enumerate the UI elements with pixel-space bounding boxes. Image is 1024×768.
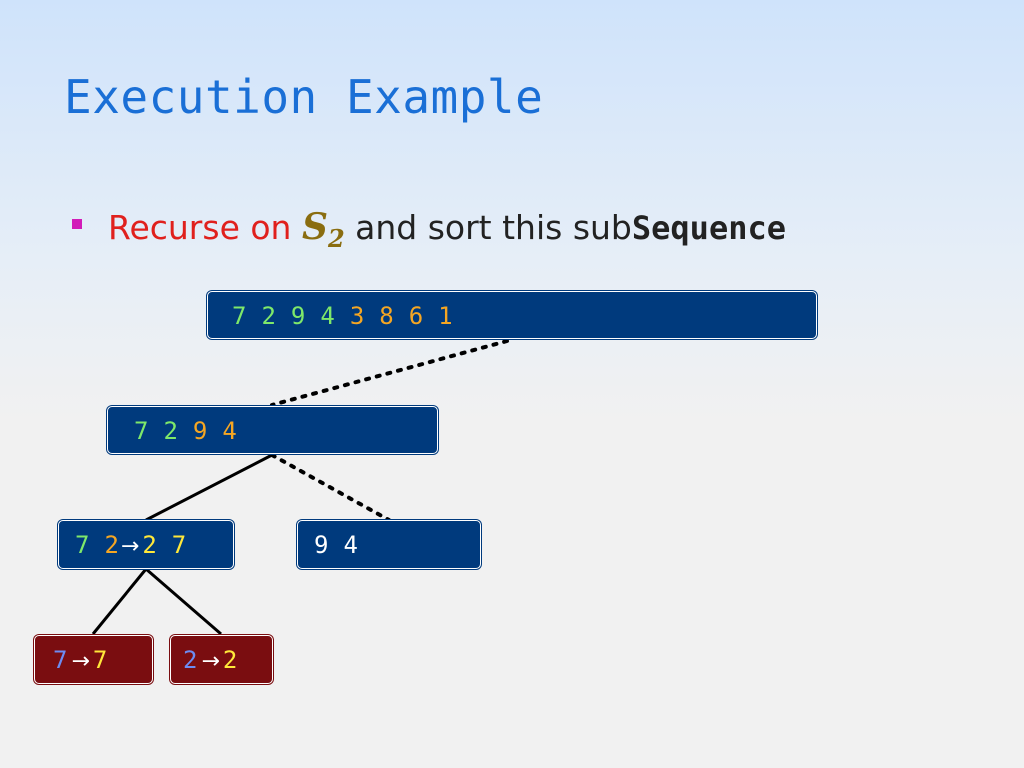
page-title: Execution Example (64, 70, 544, 124)
leaf-node-1: 7→7 (34, 635, 153, 684)
bullet-text-sort: and sort this sub (344, 208, 632, 247)
digit: 2 (142, 531, 157, 559)
digit: 4 (222, 417, 237, 445)
digit: 9 (290, 302, 306, 330)
edge-ll-leaf1 (91, 568, 148, 635)
digit: 9 (314, 531, 329, 559)
leaf-node-2-sequence: 2→2 (183, 648, 237, 673)
arrow-icon: → (201, 649, 220, 674)
bullet-text-recurse: Recurse on (108, 208, 302, 247)
edge-ll-leaf2 (145, 567, 222, 636)
edge-root-left (270, 339, 509, 407)
bullet-point: Recurse on S2 and sort this subSequence (72, 206, 786, 253)
leaf-node-2: 2→2 (170, 635, 273, 684)
digit: 7 (171, 531, 187, 559)
arrow-icon: → (71, 649, 90, 674)
digit: 3 (349, 302, 365, 330)
digit: 2 (261, 302, 276, 330)
digit: 2 (222, 646, 238, 674)
digit: 7 (75, 531, 90, 559)
bullet-s-letter: S (301, 206, 328, 248)
bullet-text-sequence: Sequence (631, 209, 786, 247)
bullet-s-subscript: 2 (327, 224, 345, 254)
edge-left-right-child (270, 453, 391, 522)
arrow-icon: → (120, 534, 140, 559)
digit: 2 (104, 531, 119, 559)
digit: 4 (320, 302, 335, 330)
digit: 2 (163, 417, 178, 445)
digit: 9 (192, 417, 208, 445)
bullet-s2-symbol: S2 (301, 206, 345, 253)
edge-left-left-child (145, 453, 273, 522)
digit: 7 (92, 646, 108, 674)
leaf-node-1-sequence: 7→7 (53, 648, 107, 673)
digit: 2 (183, 646, 198, 674)
digit: 8 (379, 302, 394, 330)
digit: 4 (343, 531, 358, 559)
digit: 6 (408, 302, 424, 330)
bullet-marker (72, 219, 82, 229)
digit: 7 (53, 646, 68, 674)
digit: 7 (134, 417, 149, 445)
digit: 1 (438, 302, 453, 330)
digit: 7 (232, 302, 247, 330)
